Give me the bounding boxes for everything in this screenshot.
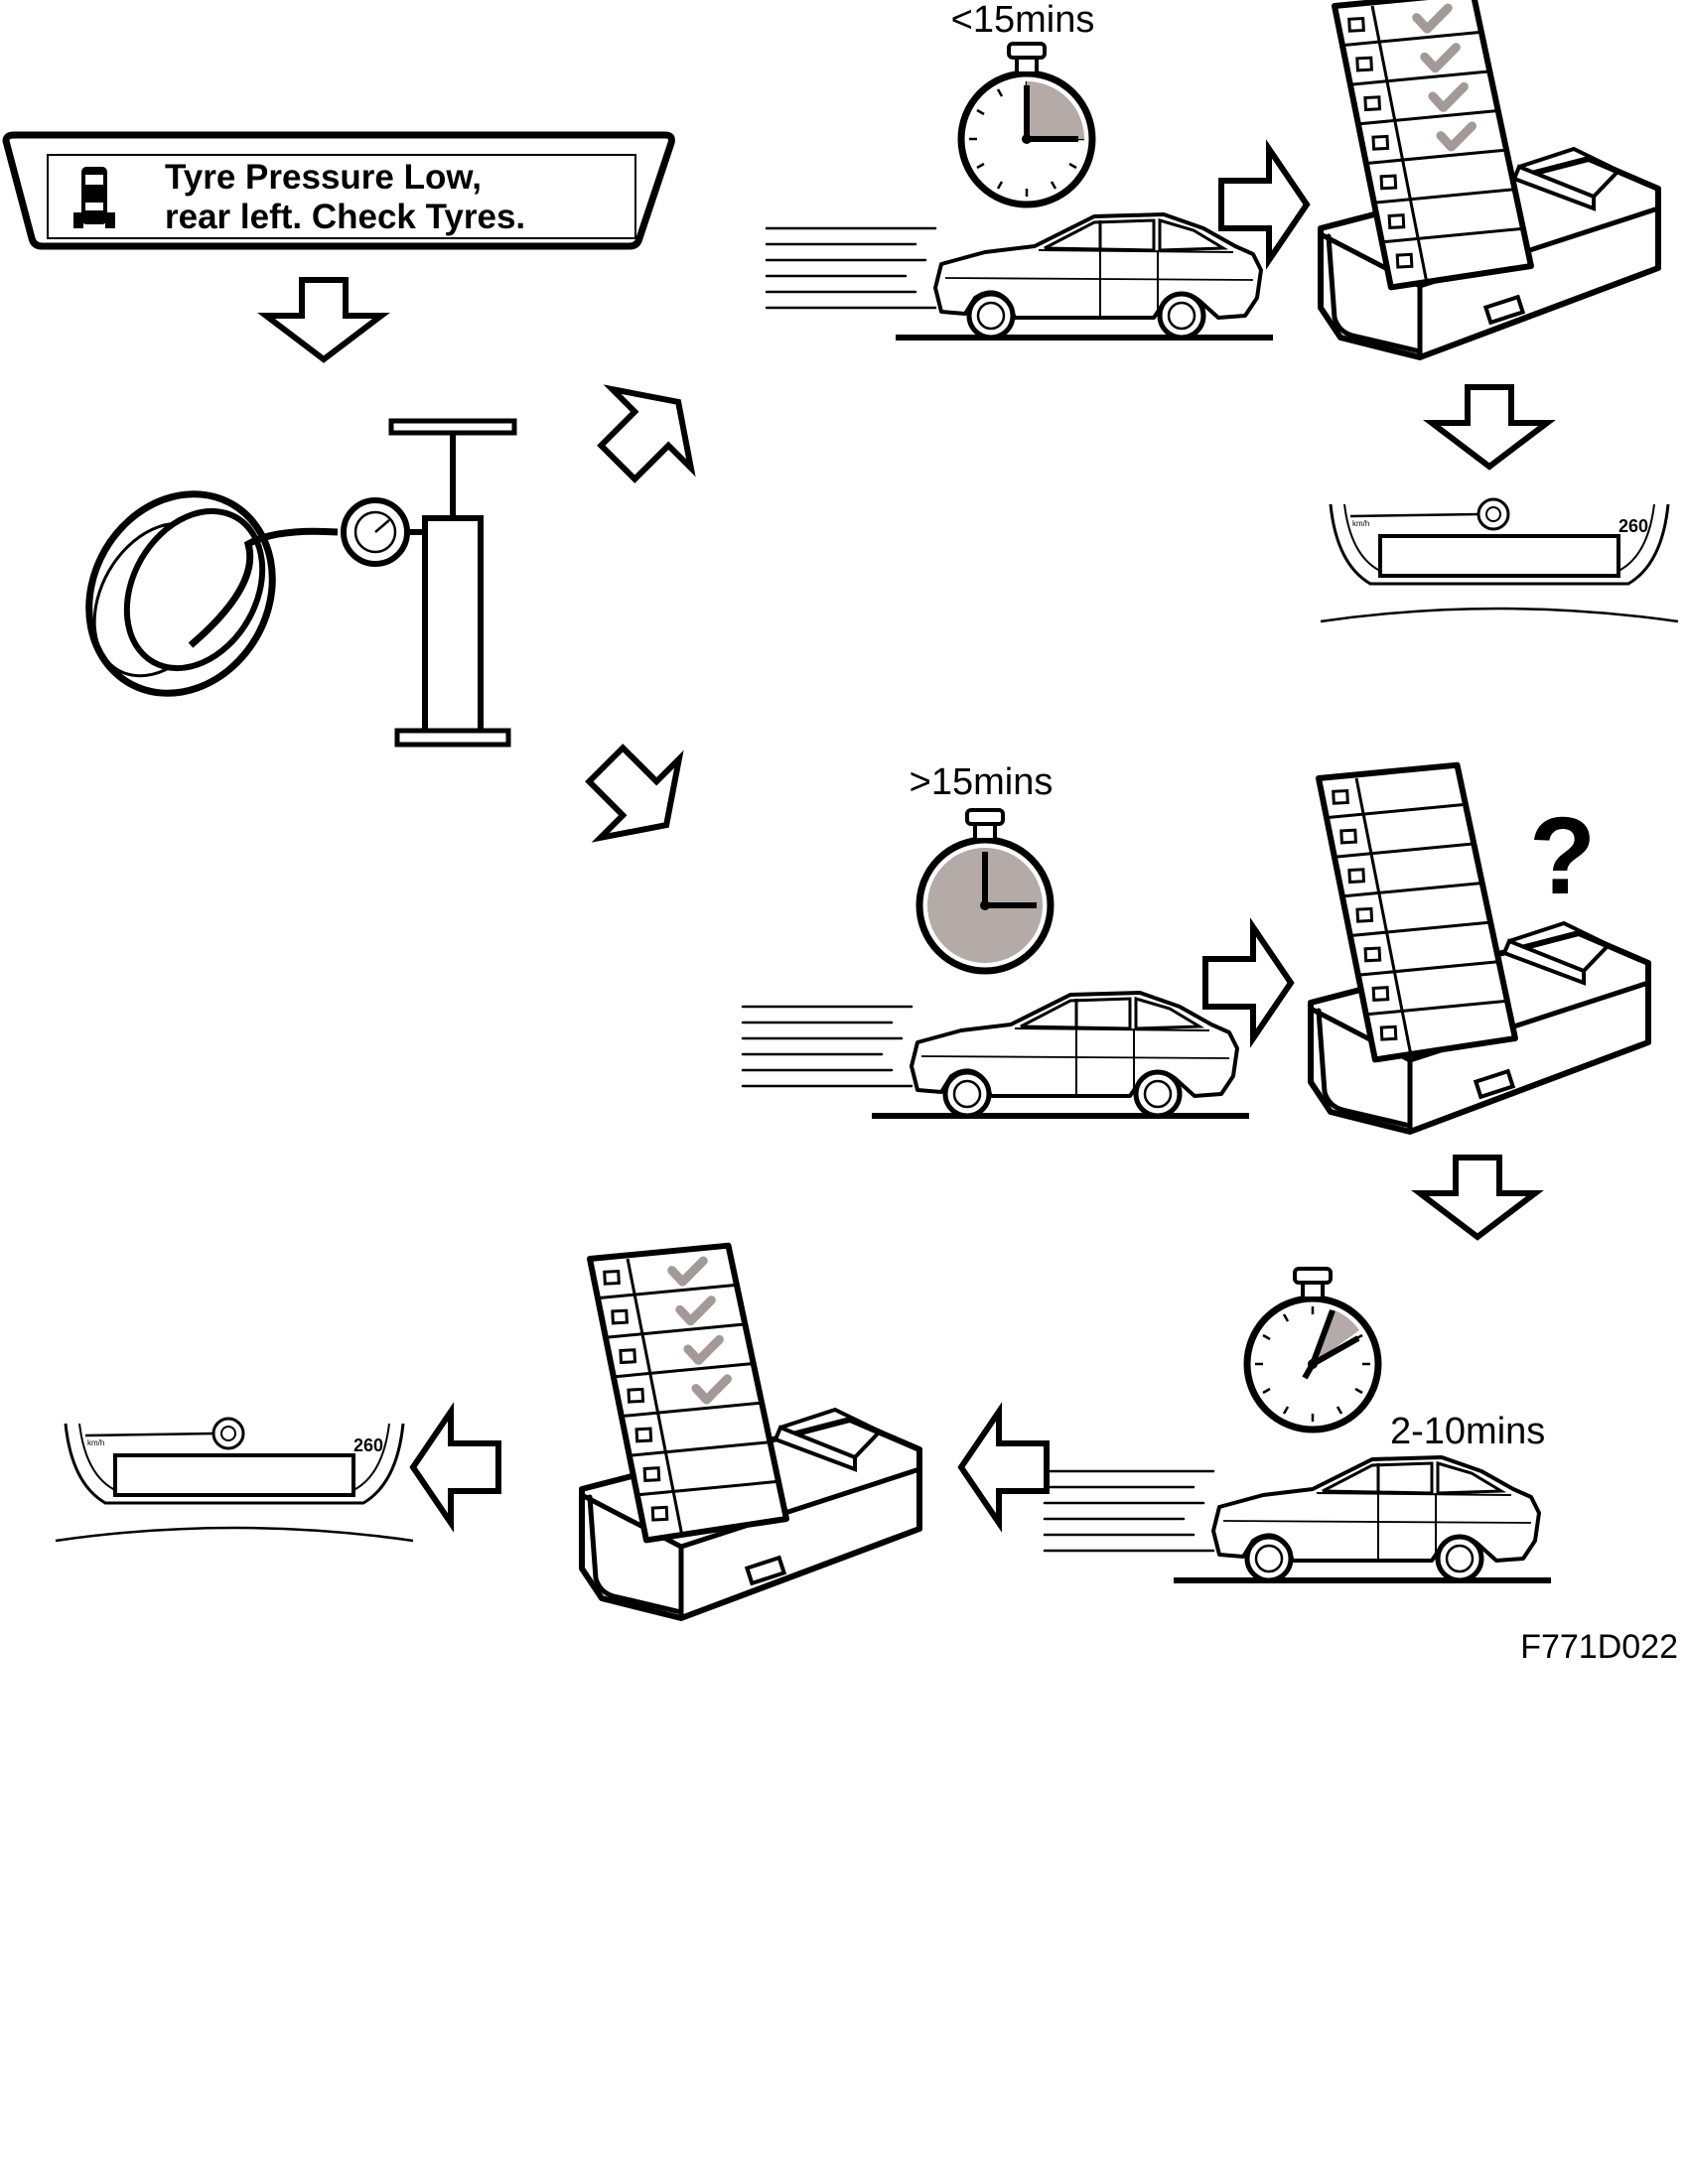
question-mark: ?	[1529, 795, 1596, 917]
gauge-speed-unit: km/h	[87, 1438, 104, 1447]
instrument-display-bottom: 260 km/h	[54, 1417, 415, 1543]
gauge-speed-value: 260	[1618, 516, 1648, 536]
warning-message-display: Tyre Pressure Low, rear left. Check Tyre…	[2, 131, 675, 250]
arrow-left-icon	[413, 1412, 498, 1523]
tpms-module-unlearned-icon: ?	[1311, 762, 1648, 1132]
arrow-down-icon	[266, 280, 381, 359]
arrow-down-icon	[1420, 1158, 1535, 1237]
tpms-module-relearned-icon	[582, 1243, 919, 1618]
timer-label-long: >15mins	[910, 761, 1054, 803]
figure-code: F771D022	[1520, 1628, 1678, 1666]
tpms-module-learned-icon	[1321, 0, 1658, 357]
arrow-down-icon	[1432, 387, 1547, 467]
car-driving-learn-icon	[1045, 1457, 1551, 1580]
warning-message-line-2: rear left. Check Tyres.	[165, 198, 525, 236]
car-tyre-warning-icon	[73, 167, 115, 228]
gauge-speed-unit: km/h	[1352, 519, 1369, 528]
car-driving-short-icon	[767, 214, 1273, 338]
tyre-inflation-pump-icon	[85, 418, 517, 748]
warning-message-line-1: Tyre Pressure Low,	[165, 158, 482, 197]
timer-label-learn: 2-10mins	[1390, 1411, 1545, 1452]
timer-label-short: <15mins	[951, 0, 1095, 41]
arrow-up-right-icon	[579, 362, 718, 501]
instrument-display-top: 260 km/h	[1319, 497, 1680, 623]
arrow-down-right-icon	[567, 726, 706, 865]
stopwatch-long-icon	[919, 810, 1051, 971]
arrow-left-icon	[961, 1412, 1047, 1523]
arrow-right-icon	[1205, 927, 1291, 1038]
stopwatch-short-icon	[961, 44, 1092, 205]
gauge-speed-value: 260	[353, 1435, 383, 1455]
stopwatch-learn-icon	[1247, 1269, 1378, 1430]
car-driving-long-icon	[743, 993, 1249, 1116]
